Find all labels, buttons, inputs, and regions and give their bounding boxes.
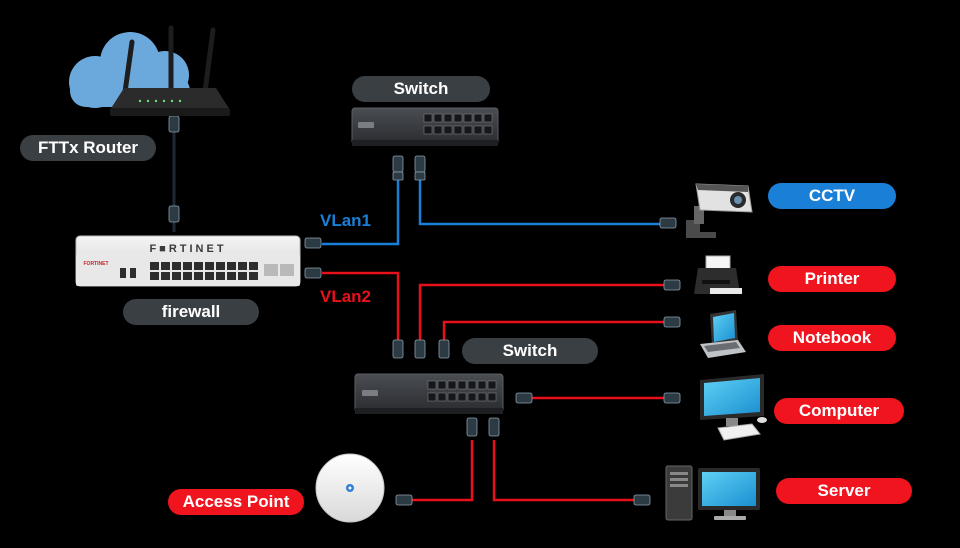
label-notebook: Notebook — [768, 325, 896, 351]
label-vlan1: VLan1 — [320, 211, 372, 230]
switch-icon — [351, 107, 499, 146]
notebook-icon — [700, 310, 746, 358]
access-point-icon — [315, 453, 385, 523]
firewall-brand: F■RTINET — [149, 243, 226, 255]
label-cctv: CCTV — [768, 183, 896, 209]
cctv-camera-icon — [686, 183, 753, 238]
printer-icon — [694, 255, 742, 294]
label-printer: Printer — [768, 266, 896, 292]
vlan1-cable-cctv — [418, 168, 664, 226]
computer-icon — [700, 374, 767, 441]
firewall-icon: F■RTINET FORTINET — [75, 235, 301, 287]
label-vlan2: VLan2 — [320, 287, 372, 306]
vlan2-cable-ap — [412, 440, 474, 502]
label-fttx-router: FTTx Router — [20, 135, 156, 161]
label-server: Server — [776, 478, 912, 504]
vlan1-cable-firewall — [322, 168, 400, 246]
label-access-point: Access Point — [168, 489, 304, 515]
router-icon — [110, 25, 230, 116]
rj45-connectors — [168, 115, 681, 506]
vlan2-cable-printer — [418, 283, 668, 342]
server-icon — [665, 465, 760, 521]
vlan2-cable-notebook — [442, 320, 668, 342]
firewall-brand-small: FORTINET — [84, 261, 109, 267]
cloud-icon — [69, 32, 190, 108]
vlan2-cable-firewall — [322, 271, 400, 342]
label-switch-bottom: Switch — [462, 338, 598, 364]
switch-icon — [354, 373, 504, 414]
label-switch-top: Switch — [352, 76, 490, 102]
vlan2-cable-server — [492, 440, 638, 502]
label-computer: Computer — [774, 398, 904, 424]
label-firewall: firewall — [123, 299, 259, 325]
cables — [172, 118, 668, 502]
